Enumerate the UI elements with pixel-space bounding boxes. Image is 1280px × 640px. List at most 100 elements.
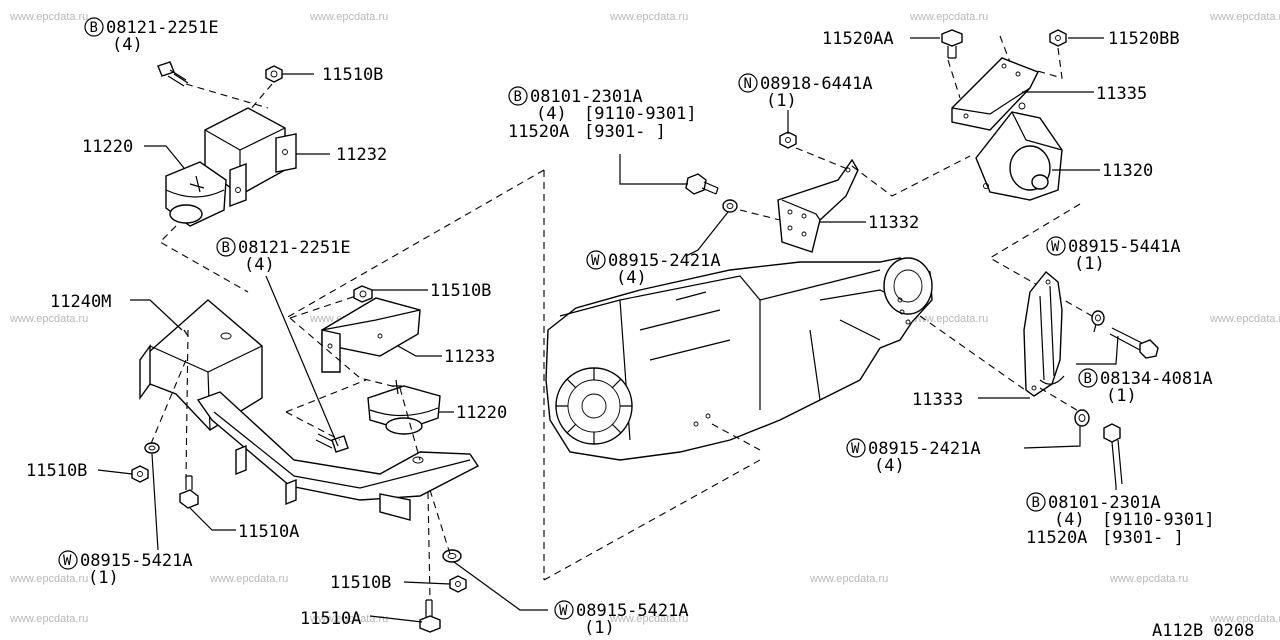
label-top-left-bolt: B 08121-2251E (4) xyxy=(84,17,219,55)
quantity: (4) xyxy=(536,104,567,124)
watermark: www.epcdata.ru xyxy=(1109,573,1188,585)
part-code: 08915-5421A xyxy=(576,601,689,621)
part-code: 08915-5421A xyxy=(80,551,193,571)
label-11320: 11320 xyxy=(1102,161,1153,181)
transmission-assembly xyxy=(285,110,1029,581)
part-code: 08101-2301A xyxy=(1048,493,1161,513)
bolt-prefix: B xyxy=(90,20,98,36)
bolt-prefix: B xyxy=(514,89,522,105)
label-11220-mid: 11220 xyxy=(456,403,507,423)
label-washer-bottom: W 08915-5421A (1) xyxy=(554,600,689,638)
part-code: 08121-2251E xyxy=(106,18,219,38)
watermark: www.epcdata.ru xyxy=(609,613,688,625)
watermark: www.epcdata.ru xyxy=(809,573,888,585)
alt-part: 11520A xyxy=(1026,528,1087,548)
washer-icon xyxy=(144,442,160,454)
bolt-icon xyxy=(157,61,189,87)
front-mount-assembly xyxy=(144,61,330,293)
quantity: (1) xyxy=(766,91,797,111)
label-11335: 11335 xyxy=(1096,84,1147,104)
bolt-icon xyxy=(941,29,963,59)
nut-prefix: N xyxy=(744,76,752,92)
bolt-icon xyxy=(419,599,441,633)
bolt-prefix: B xyxy=(1084,371,1092,387)
label-11332: 11332 xyxy=(868,213,919,233)
label-11333: 11333 xyxy=(912,390,963,410)
washer-icon xyxy=(722,199,738,213)
label-11240m: 11240M xyxy=(50,292,111,312)
label-11233: 11233 xyxy=(444,347,495,367)
watermark: www.epcdata.ru xyxy=(309,613,388,625)
bolt-icon xyxy=(179,475,199,509)
quantity: (4) xyxy=(1054,510,1085,530)
part-code: 08915-5441A xyxy=(1068,237,1181,257)
watermark: www.epcdata.ru xyxy=(909,313,988,325)
nut-icon xyxy=(353,285,373,303)
part-code: 08918-6441A xyxy=(760,74,873,94)
label-mid-bolt: B 08121-2251E (4) xyxy=(216,237,351,275)
bolt-icon xyxy=(1103,423,1123,487)
nut-icon xyxy=(779,131,797,149)
quantity: (1) xyxy=(1106,386,1137,406)
watermark: www.epcdata.ru xyxy=(209,573,288,585)
insulator-11220-icon xyxy=(165,161,227,227)
label-right-bolt-mid: B 08134-4081A (1) xyxy=(1078,368,1213,406)
watermark: www.epcdata.ru xyxy=(9,573,88,585)
label-washer-left: W 08915-5421A (1) xyxy=(58,550,193,588)
bracket-11335-icon xyxy=(951,57,1039,131)
watermark: www.epcdata.ru xyxy=(9,11,88,23)
watermark: www.epcdata.ru xyxy=(909,11,988,23)
side-bracket-assembly xyxy=(978,271,1159,490)
quantity: (4) xyxy=(112,35,143,55)
nut-icon xyxy=(131,465,149,483)
watermark: www.epcdata.ru xyxy=(1209,613,1280,625)
bolt-icon xyxy=(685,173,719,195)
washer-icon xyxy=(1091,310,1105,326)
bolt-prefix: B xyxy=(1032,495,1040,511)
bracket-11232-icon xyxy=(204,107,297,208)
nut-icon xyxy=(449,575,467,593)
bolt-icon xyxy=(315,433,349,453)
label-11510a-bottom: 11510A xyxy=(300,609,361,629)
part-code: 08915-2421A xyxy=(608,251,721,271)
transmission-icon xyxy=(545,257,933,461)
insulator-11220-icon xyxy=(367,379,441,435)
date-range: [9110-9301] xyxy=(1102,510,1215,530)
watermark: www.epcdata.ru xyxy=(609,11,688,23)
quantity: (1) xyxy=(88,568,119,588)
label-center-washer: W 08915-2421A (4) xyxy=(586,250,721,288)
quantity: (4) xyxy=(874,456,905,476)
label-right-bolt-bottom: B 08101-2301A (4) [9110-9301] 11520A [93… xyxy=(1026,492,1215,548)
label-center-bolt: B 08101-2301A (4) [9110-9301] 11520A [93… xyxy=(508,86,697,142)
bolt-prefix: B xyxy=(222,240,230,256)
label-11520aa: 11520AA xyxy=(822,29,894,49)
watermark: www.epcdata.ru xyxy=(1209,313,1280,325)
label-11520bb: 11520BB xyxy=(1108,29,1180,49)
part-code: 08121-2251E xyxy=(238,238,351,258)
alt-date-range: [9301- ] xyxy=(1102,528,1184,548)
quantity: (1) xyxy=(584,618,615,638)
washer-prefix: W xyxy=(559,603,568,619)
part-code: 08134-4081A xyxy=(1100,369,1213,389)
watermark: www.epcdata.ru xyxy=(9,313,88,325)
label-right-washer: W 08915-2421A (4) xyxy=(846,438,981,476)
label-right-washer-top: W 08915-5441A (1) xyxy=(1046,236,1181,274)
crossmember-assembly xyxy=(97,275,548,633)
part-code: 08101-2301A xyxy=(530,87,643,107)
rear-mount-assembly xyxy=(910,29,1104,317)
quantity: (4) xyxy=(616,268,647,288)
label-center-nut: N 08918-6441A (1) xyxy=(738,73,873,111)
date-range: [9110-9301] xyxy=(584,104,697,124)
label-11510b-top: 11510B xyxy=(322,65,383,85)
washer-icon xyxy=(1074,409,1090,427)
bolt-icon xyxy=(1109,327,1159,359)
washer-prefix: W xyxy=(851,441,860,457)
washer-icon xyxy=(442,549,462,563)
label-11220-top: 11220 xyxy=(82,137,133,157)
nut-icon xyxy=(265,65,283,83)
bracket-11233-icon xyxy=(321,297,421,373)
diagram-code: A112B 0208 xyxy=(1152,621,1254,640)
bracket-11333-icon xyxy=(1023,271,1065,397)
watermark: www.epcdata.ru xyxy=(1209,11,1280,23)
